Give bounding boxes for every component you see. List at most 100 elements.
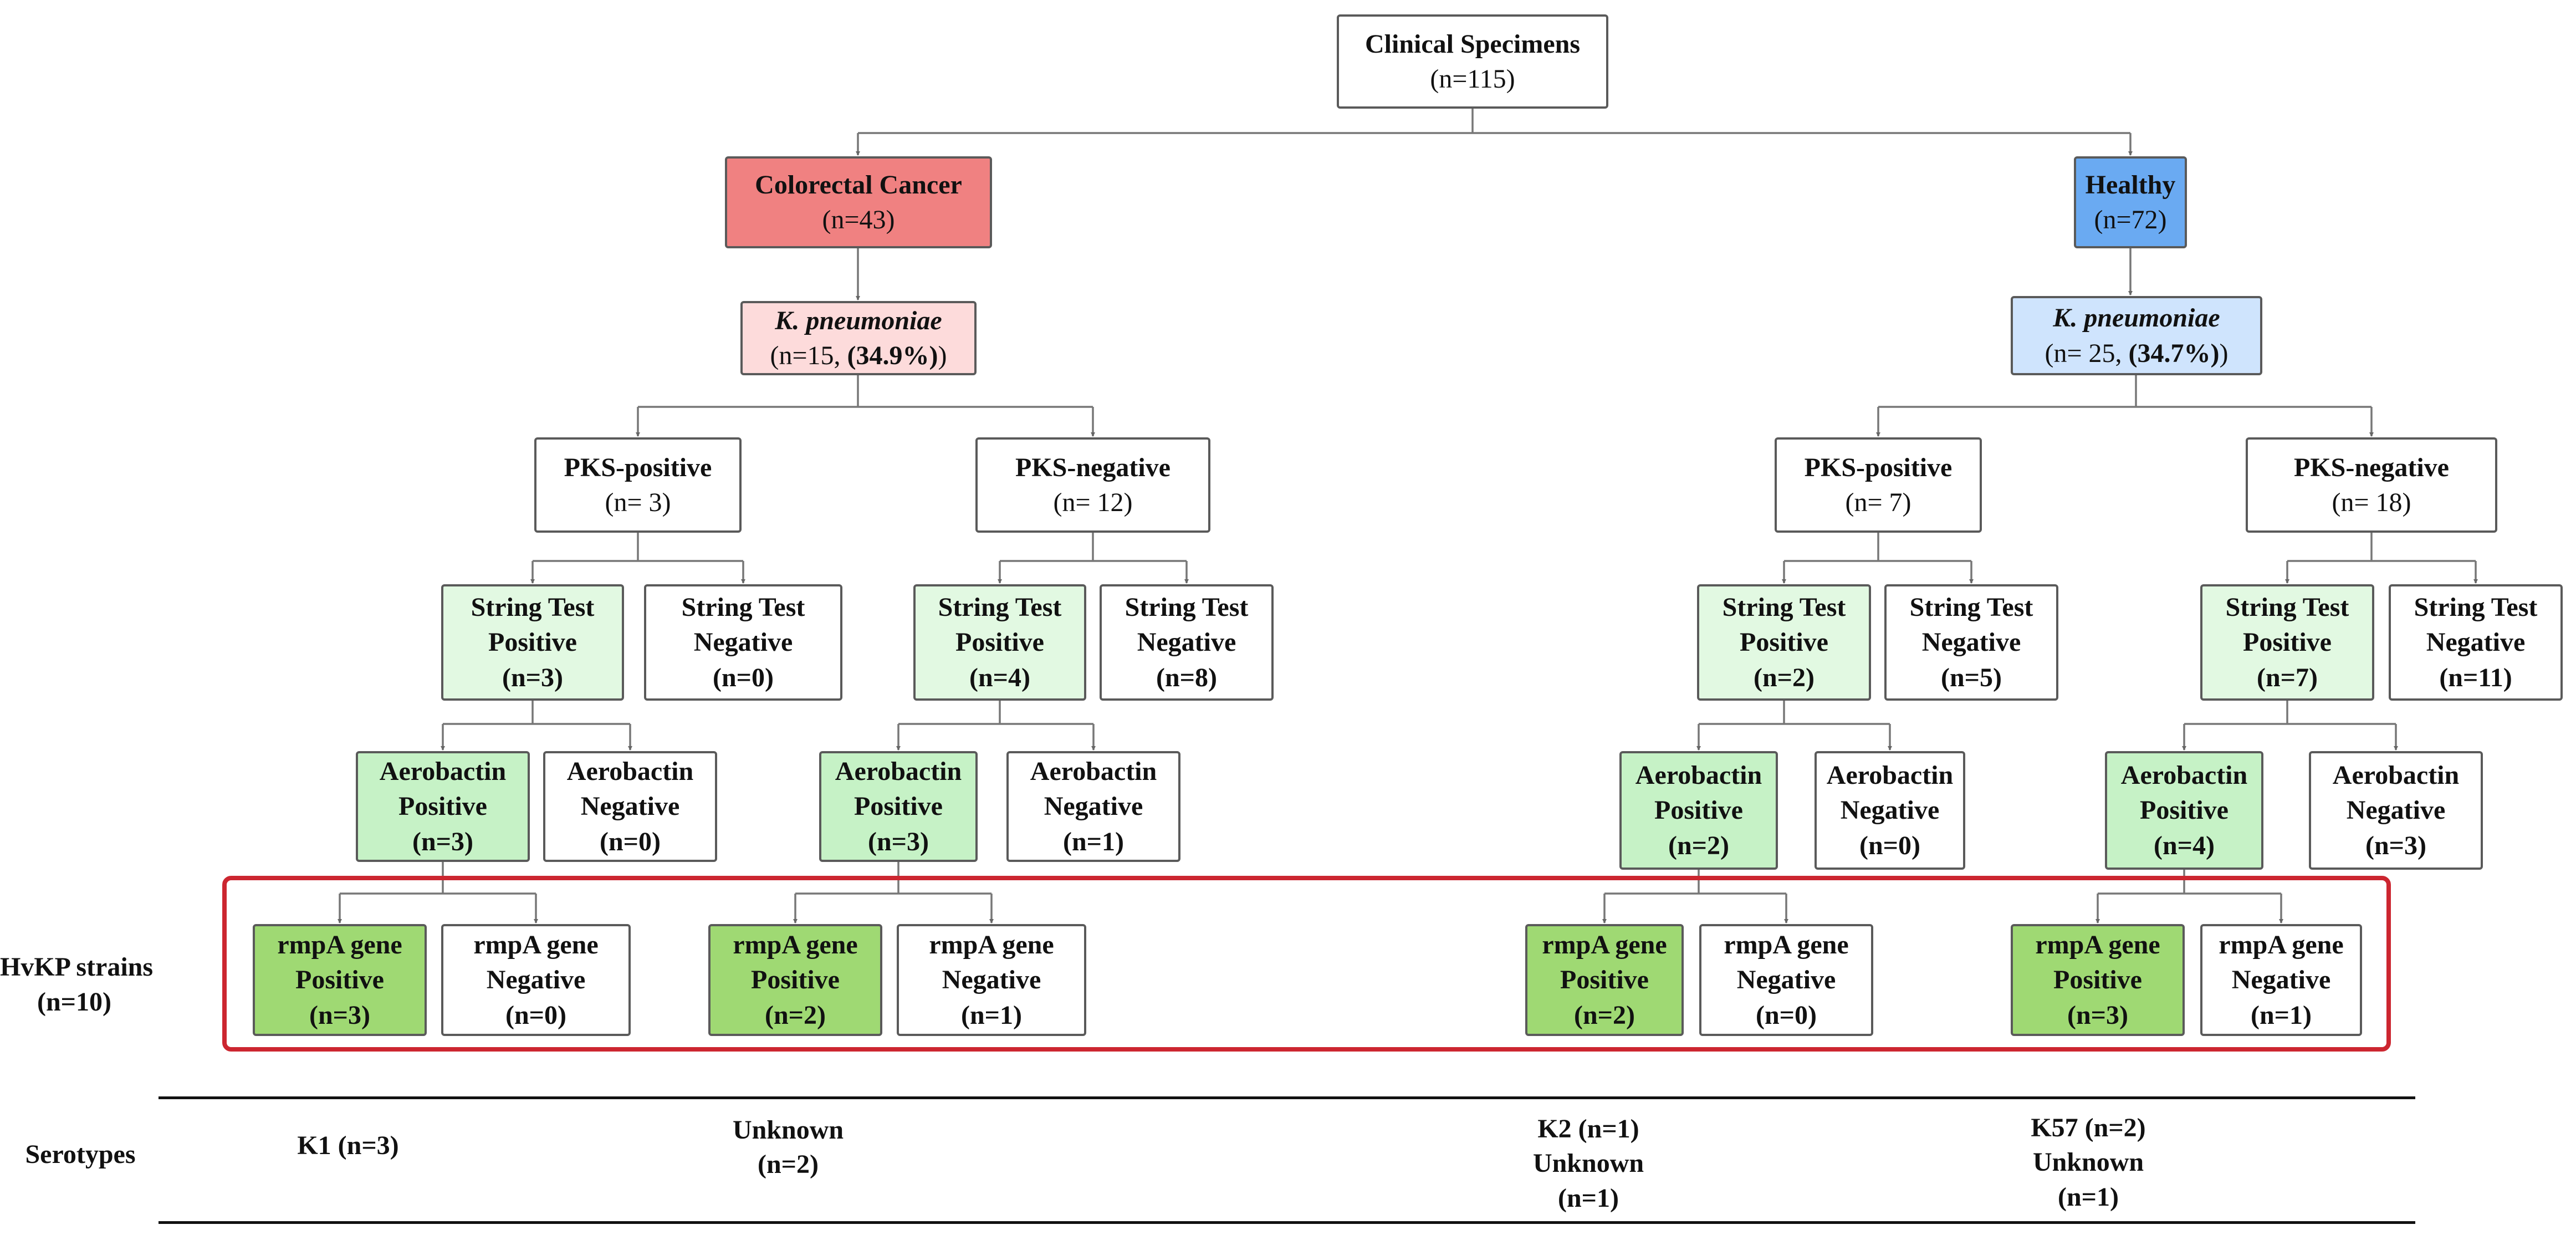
node-healthy-pkspos-rmpa-negative: rmpA gene Negative (n=0) (1699, 924, 1873, 1036)
node-healthy-pks-negative: PKS-negative (n= 18) (2246, 437, 2497, 533)
node-count: (n=15, (34.9%)) (770, 338, 947, 373)
line-2: Negative (2346, 795, 2446, 825)
line-1: Serotypes (25, 1140, 136, 1169)
line-count: (n=7) (2256, 662, 2318, 692)
node-crc-pkspos-string-negative: String Test Negative (n=0) (644, 584, 842, 701)
count-prefix: (n=15, (770, 341, 847, 370)
line-count: (n=2) (1753, 662, 1815, 692)
line-count: (n=3) (2365, 830, 2426, 860)
node-healthy-pkspos-aerobactin-negative: Aerobactin Negative (n=0) (1815, 751, 1965, 870)
line-2: Negative (1921, 627, 2021, 657)
line-1: String Test (1722, 592, 1846, 622)
serotype-healthy-pks-positive: K2 (n=1) Unknown (n=1) (1478, 1112, 1699, 1216)
line-1: String Test (1909, 592, 2033, 622)
node-crc-pksneg-aerobactin-positive: Aerobactin Positive (n=3) (819, 751, 978, 862)
node-healthy-pkspos-string-positive: String Test Positive (n=2) (1697, 584, 1871, 701)
line-3: (n=1) (1557, 1183, 1619, 1213)
line-count: (n=2) (1573, 1000, 1635, 1030)
node-title: Healthy (2085, 170, 2176, 200)
line-2: Positive (751, 965, 840, 995)
node-healthy-pkspos-rmpa-positive: rmpA gene Positive (n=2) (1525, 924, 1684, 1036)
line-count: (n=1) (960, 1000, 1022, 1030)
line-2: Negative (942, 965, 1041, 995)
line-2: Positive (955, 627, 1044, 657)
node-crc-pksneg-aerobactin-negative: Aerobactin Negative (n=1) (1006, 751, 1180, 862)
line-1: rmpA gene (733, 930, 858, 960)
serotypes-label: Serotypes (0, 1137, 161, 1172)
line-2: Negative (1840, 795, 1940, 825)
line-1: Aerobactin (1030, 756, 1157, 786)
hvkp-highlight-frame (222, 876, 2391, 1052)
line-count: (n=4) (969, 662, 1030, 692)
line-1: String Test (1125, 592, 1249, 622)
line-1: Unknown (732, 1115, 844, 1145)
line-1: String Test (2414, 592, 2538, 622)
node-crc-pkspos-rmpa-positive: rmpA gene Positive (n=3) (253, 924, 427, 1036)
count-prefix: (n= 25, (2045, 338, 2129, 368)
node-healthy-pksneg-aerobactin-negative: Aerobactin Negative (n=3) (2309, 751, 2483, 870)
line-2: (n=2) (757, 1150, 819, 1180)
line-3: (n=1) (2057, 1182, 2119, 1212)
line-count: (n=1) (1062, 826, 1124, 856)
line-2: Negative (486, 965, 586, 995)
node-healthy-pkspos-string-negative: String Test Negative (n=5) (1884, 584, 2058, 701)
count-percent: (34.7%) (2128, 338, 2220, 368)
node-healthy-pkspos-aerobactin-positive: Aerobactin Positive (n=2) (1619, 751, 1778, 870)
node-count: (n= 25, (34.7%)) (2045, 336, 2228, 371)
line-1: rmpA gene (929, 930, 1054, 960)
node-crc-pksneg-rmpa-negative: rmpA gene Negative (n=1) (897, 924, 1086, 1036)
line-2: Unknown (2032, 1147, 2144, 1177)
node-healthy-pksneg-rmpa-positive: rmpA gene Positive (n=3) (2011, 924, 2185, 1036)
node-healthy: Healthy (n=72) (2074, 156, 2187, 248)
line-count: (n=0) (599, 826, 661, 856)
node-healthy-pksneg-string-negative: String Test Negative (n=11) (2389, 584, 2563, 701)
node-crc-pks-negative: PKS-negative (n= 12) (975, 437, 1210, 533)
node-count: (n= 18) (2332, 488, 2411, 517)
node-healthy-k-pneumoniae: K. pneumoniae (n= 25, (34.7%)) (2011, 296, 2262, 375)
serotype-crc-pks-negative: Unknown (n=2) (677, 1113, 899, 1182)
line-2: Negative (1137, 627, 1236, 657)
node-crc-pksneg-string-negative: String Test Negative (n=8) (1100, 584, 1274, 701)
node-title: Colorectal Cancer (755, 170, 962, 200)
line-2: Negative (580, 792, 680, 821)
node-count: (n= 7) (1845, 488, 1911, 517)
line-2: Positive (2243, 627, 2332, 657)
line-1: rmpA gene (473, 930, 599, 960)
line-2: Positive (1654, 795, 1743, 825)
line-2: Positive (2053, 965, 2142, 995)
line-count: (n=0) (505, 1000, 566, 1030)
line-count: (n=0) (1859, 830, 1920, 860)
line-count: (n=5) (1940, 662, 2002, 692)
serotypes-bottom-rule (159, 1221, 2415, 1224)
line-2: Unknown (1532, 1149, 1644, 1178)
serotype-healthy-pks-negative: K57 (n=2) Unknown (n=1) (1977, 1111, 2199, 1215)
line-count: (n=3) (867, 826, 929, 856)
node-crc-pkspos-string-positive: String Test Positive (n=3) (441, 584, 624, 701)
line-2: Negative (1736, 965, 1836, 995)
line-count: (n=11) (2439, 662, 2512, 692)
line-2: (n=10) (37, 987, 111, 1017)
line-count: (n=8) (1156, 662, 1217, 692)
node-title: PKS-negative (2294, 452, 2449, 482)
line-count: (n=0) (712, 662, 774, 692)
count-suffix: ) (938, 341, 947, 370)
line-1: Aerobactin (566, 756, 694, 786)
line-1: String Test (938, 592, 1062, 622)
node-healthy-pks-positive: PKS-positive (n= 7) (1775, 437, 1982, 533)
line-2: Positive (488, 627, 577, 657)
line-1: Aerobactin (2120, 760, 2248, 790)
line-1: K2 (n=1) (1537, 1114, 1639, 1144)
line-count: (n=3) (502, 662, 563, 692)
node-title: K. pneumoniae (2053, 303, 2220, 333)
line-1: HvKP strains (0, 952, 154, 982)
line-1: rmpA gene (277, 930, 402, 960)
line-count: (n=3) (309, 1000, 370, 1030)
line-1: Aerobactin (379, 756, 507, 786)
node-count: (n=115) (1430, 64, 1515, 94)
line-2: Positive (398, 792, 487, 821)
line-2: Negative (2231, 965, 2331, 995)
node-healthy-pksneg-aerobactin-positive: Aerobactin Positive (n=4) (2105, 751, 2263, 870)
node-colorectal-cancer: Colorectal Cancer (n=43) (725, 156, 992, 248)
line-1: rmpA gene (1542, 930, 1667, 960)
line-1: rmpA gene (2219, 930, 2344, 960)
